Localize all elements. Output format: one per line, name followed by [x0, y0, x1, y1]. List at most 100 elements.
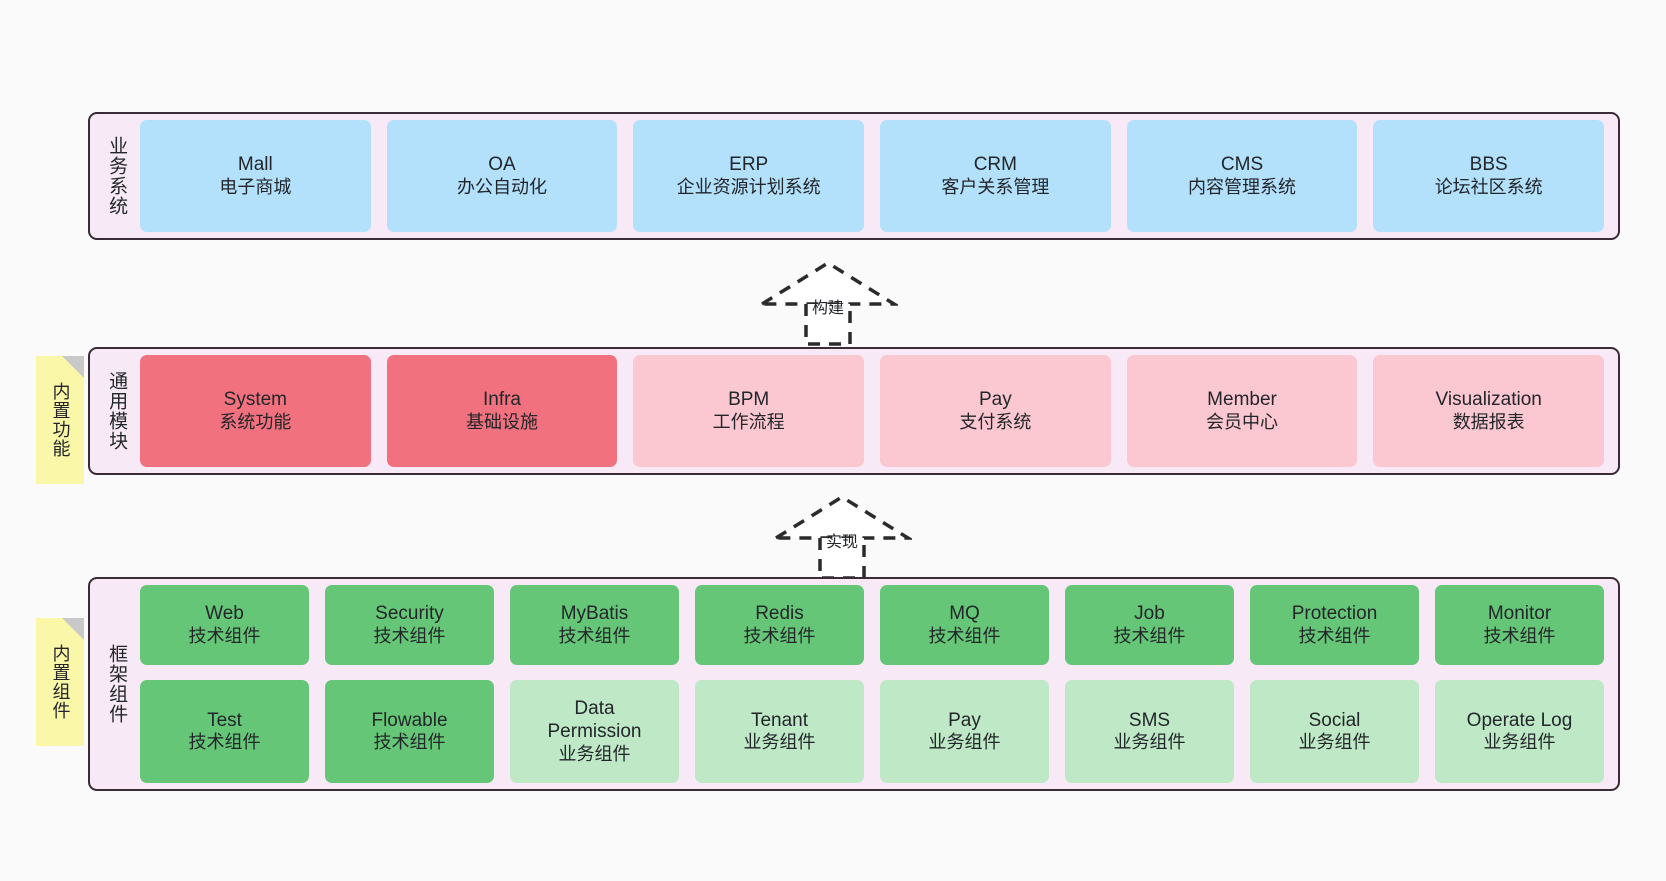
card-subtitle: 业务组件 — [1298, 732, 1371, 753]
card-subtitle: 技术组件 — [928, 625, 1001, 646]
card-subtitle: 业务组件 — [743, 732, 816, 753]
card-title: BBS — [1469, 154, 1508, 176]
card-mybatis[interactable]: MyBatis 技术组件 — [510, 585, 679, 665]
card-title: SMS — [1128, 709, 1171, 731]
card-title: MQ — [949, 603, 980, 625]
card-mq[interactable]: MQ 技术组件 — [880, 585, 1049, 665]
card-subtitle: 技术组件 — [558, 625, 631, 646]
card-mall[interactable]: Mall 电子商城 — [140, 120, 371, 232]
connector-build: 构建 — [755, 258, 901, 346]
card-title: Member — [1207, 389, 1277, 411]
card-title: Flowable — [371, 709, 448, 731]
card-title: Tenant — [750, 709, 809, 731]
card-title: Redis — [755, 603, 804, 625]
card-grid: Web 技术组件 Security 技术组件 MyBatis 技术组件 Redi… — [136, 585, 1608, 784]
card-sms[interactable]: SMS 业务组件 — [1065, 679, 1234, 784]
card-member[interactable]: Member 会员中心 — [1126, 355, 1358, 467]
card-title: MyBatis — [560, 603, 629, 625]
card-subtitle: 业务组件 — [558, 743, 631, 764]
card-pay[interactable]: Pay 支付系统 — [880, 355, 1111, 467]
card-subtitle: 基础设施 — [466, 411, 538, 432]
card-subtitle: 技术组件 — [373, 732, 446, 753]
connector-build-label: 构建 — [811, 300, 845, 317]
card-web[interactable]: Web 技术组件 — [140, 585, 309, 665]
card-title: OA — [488, 154, 516, 176]
card-subtitle: 系统功能 — [219, 411, 292, 432]
card-title: Protection — [1291, 603, 1378, 625]
card-title: Pay — [978, 389, 1012, 411]
card-oa[interactable]: OA 办公自动化 — [386, 120, 618, 232]
card-test[interactable]: Test 技术组件 — [140, 679, 309, 784]
card-infra[interactable]: Infra 基础设施 — [386, 355, 618, 467]
card-title: Mall — [237, 154, 273, 176]
card-subtitle: 内容管理系统 — [1188, 176, 1297, 197]
card-title: Web — [205, 603, 244, 625]
card-subtitle: 工作流程 — [712, 411, 785, 432]
card-title: BPM — [728, 389, 770, 411]
card-system[interactable]: System 系统功能 — [140, 355, 371, 467]
card-protection[interactable]: Protection 技术组件 — [1250, 585, 1419, 665]
card-title: Monitor — [1487, 603, 1552, 625]
card-bbs[interactable]: BBS 论坛社区系统 — [1373, 120, 1605, 232]
card-tenant[interactable]: Tenant 业务组件 — [695, 679, 864, 784]
layer-business-system[interactable]: 业务系统 Mall 电子商城 OA 办公自动化 ERP 企业资源计划系统 CRM… — [88, 112, 1620, 240]
card-redis[interactable]: Redis 技术组件 — [695, 585, 864, 665]
note-built-in-features[interactable]: 内置功能 — [36, 356, 84, 484]
card-subtitle: 技术组件 — [1483, 625, 1556, 646]
layer-body-common-module: System 系统功能 Infra 基础设施 BPM 工作流程 Pay 支付系统… — [136, 355, 1608, 467]
card-subtitle: 客户关系管理 — [941, 176, 1050, 197]
card-title: Job — [1134, 603, 1165, 625]
card-title: Pay — [948, 709, 981, 731]
card-title: Infra — [482, 389, 522, 411]
card-subtitle: 企业资源计划系统 — [676, 176, 821, 197]
card-subtitle: 技术组件 — [188, 732, 261, 753]
card-title: Visualization — [1435, 389, 1542, 411]
folded-corner-icon — [62, 356, 84, 378]
card-pay-component[interactable]: Pay 业务组件 — [880, 679, 1049, 784]
card-subtitle: 技术组件 — [1113, 625, 1186, 646]
card-row: Test 技术组件 Flowable 技术组件 Data Permission … — [140, 679, 1604, 784]
card-operate-log[interactable]: Operate Log 业务组件 — [1435, 679, 1604, 784]
card-title: Social — [1308, 709, 1361, 731]
card-crm[interactable]: CRM 客户关系管理 — [880, 120, 1111, 232]
card-subtitle: 技术组件 — [188, 625, 261, 646]
card-social[interactable]: Social 业务组件 — [1250, 679, 1419, 784]
card-title: ERP — [729, 154, 769, 176]
card-title: Operate Log — [1466, 709, 1573, 731]
card-subtitle: 电子商城 — [219, 176, 292, 197]
card-title: Data Permission — [547, 698, 642, 743]
card-monitor[interactable]: Monitor 技术组件 — [1435, 585, 1604, 665]
card-subtitle: 技术组件 — [373, 625, 446, 646]
card-subtitle: 办公自动化 — [457, 176, 547, 197]
note-built-in-components[interactable]: 内置组件 — [36, 618, 84, 746]
card-cms[interactable]: CMS 内容管理系统 — [1126, 120, 1358, 232]
note-label: 内置功能 — [50, 382, 71, 458]
connector-implement-label: 实现 — [825, 534, 859, 551]
card-title: CRM — [973, 154, 1017, 176]
layer-framework-component[interactable]: 框架组件 Web 技术组件 Security 技术组件 MyBatis 技术组件 — [88, 577, 1620, 791]
card-data-permission[interactable]: Data Permission 业务组件 — [510, 679, 679, 784]
card-row: System 系统功能 Infra 基础设施 BPM 工作流程 Pay 支付系统… — [136, 355, 1608, 467]
layer-title-common-module: 通用模块 — [106, 371, 128, 451]
card-title: Test — [207, 709, 242, 731]
card-title: Security — [375, 603, 444, 625]
layer-title-framework-component: 框架组件 — [106, 644, 128, 724]
card-row: Mall 电子商城 OA 办公自动化 ERP 企业资源计划系统 CRM 客户关系… — [136, 120, 1608, 232]
card-erp[interactable]: ERP 企业资源计划系统 — [633, 120, 865, 232]
card-title: CMS — [1220, 154, 1264, 176]
layer-common-module[interactable]: 通用模块 System 系统功能 Infra 基础设施 BPM 工作流程 Pay… — [88, 347, 1620, 475]
layer-body-business-system: Mall 电子商城 OA 办公自动化 ERP 企业资源计划系统 CRM 客户关系… — [136, 120, 1608, 232]
card-subtitle: 技术组件 — [1298, 625, 1371, 646]
card-bpm[interactable]: BPM 工作流程 — [633, 355, 865, 467]
card-subtitle: 支付系统 — [959, 411, 1032, 432]
folded-corner-icon — [62, 618, 84, 640]
card-subtitle: 数据报表 — [1452, 411, 1525, 432]
card-subtitle: 技术组件 — [743, 625, 816, 646]
card-flowable[interactable]: Flowable 技术组件 — [325, 679, 494, 784]
card-security[interactable]: Security 技术组件 — [325, 585, 494, 665]
connector-implement-arrow — [769, 494, 915, 580]
card-job[interactable]: Job 技术组件 — [1065, 585, 1234, 665]
card-title: System — [223, 389, 288, 411]
card-visualization[interactable]: Visualization 数据报表 — [1373, 355, 1605, 467]
